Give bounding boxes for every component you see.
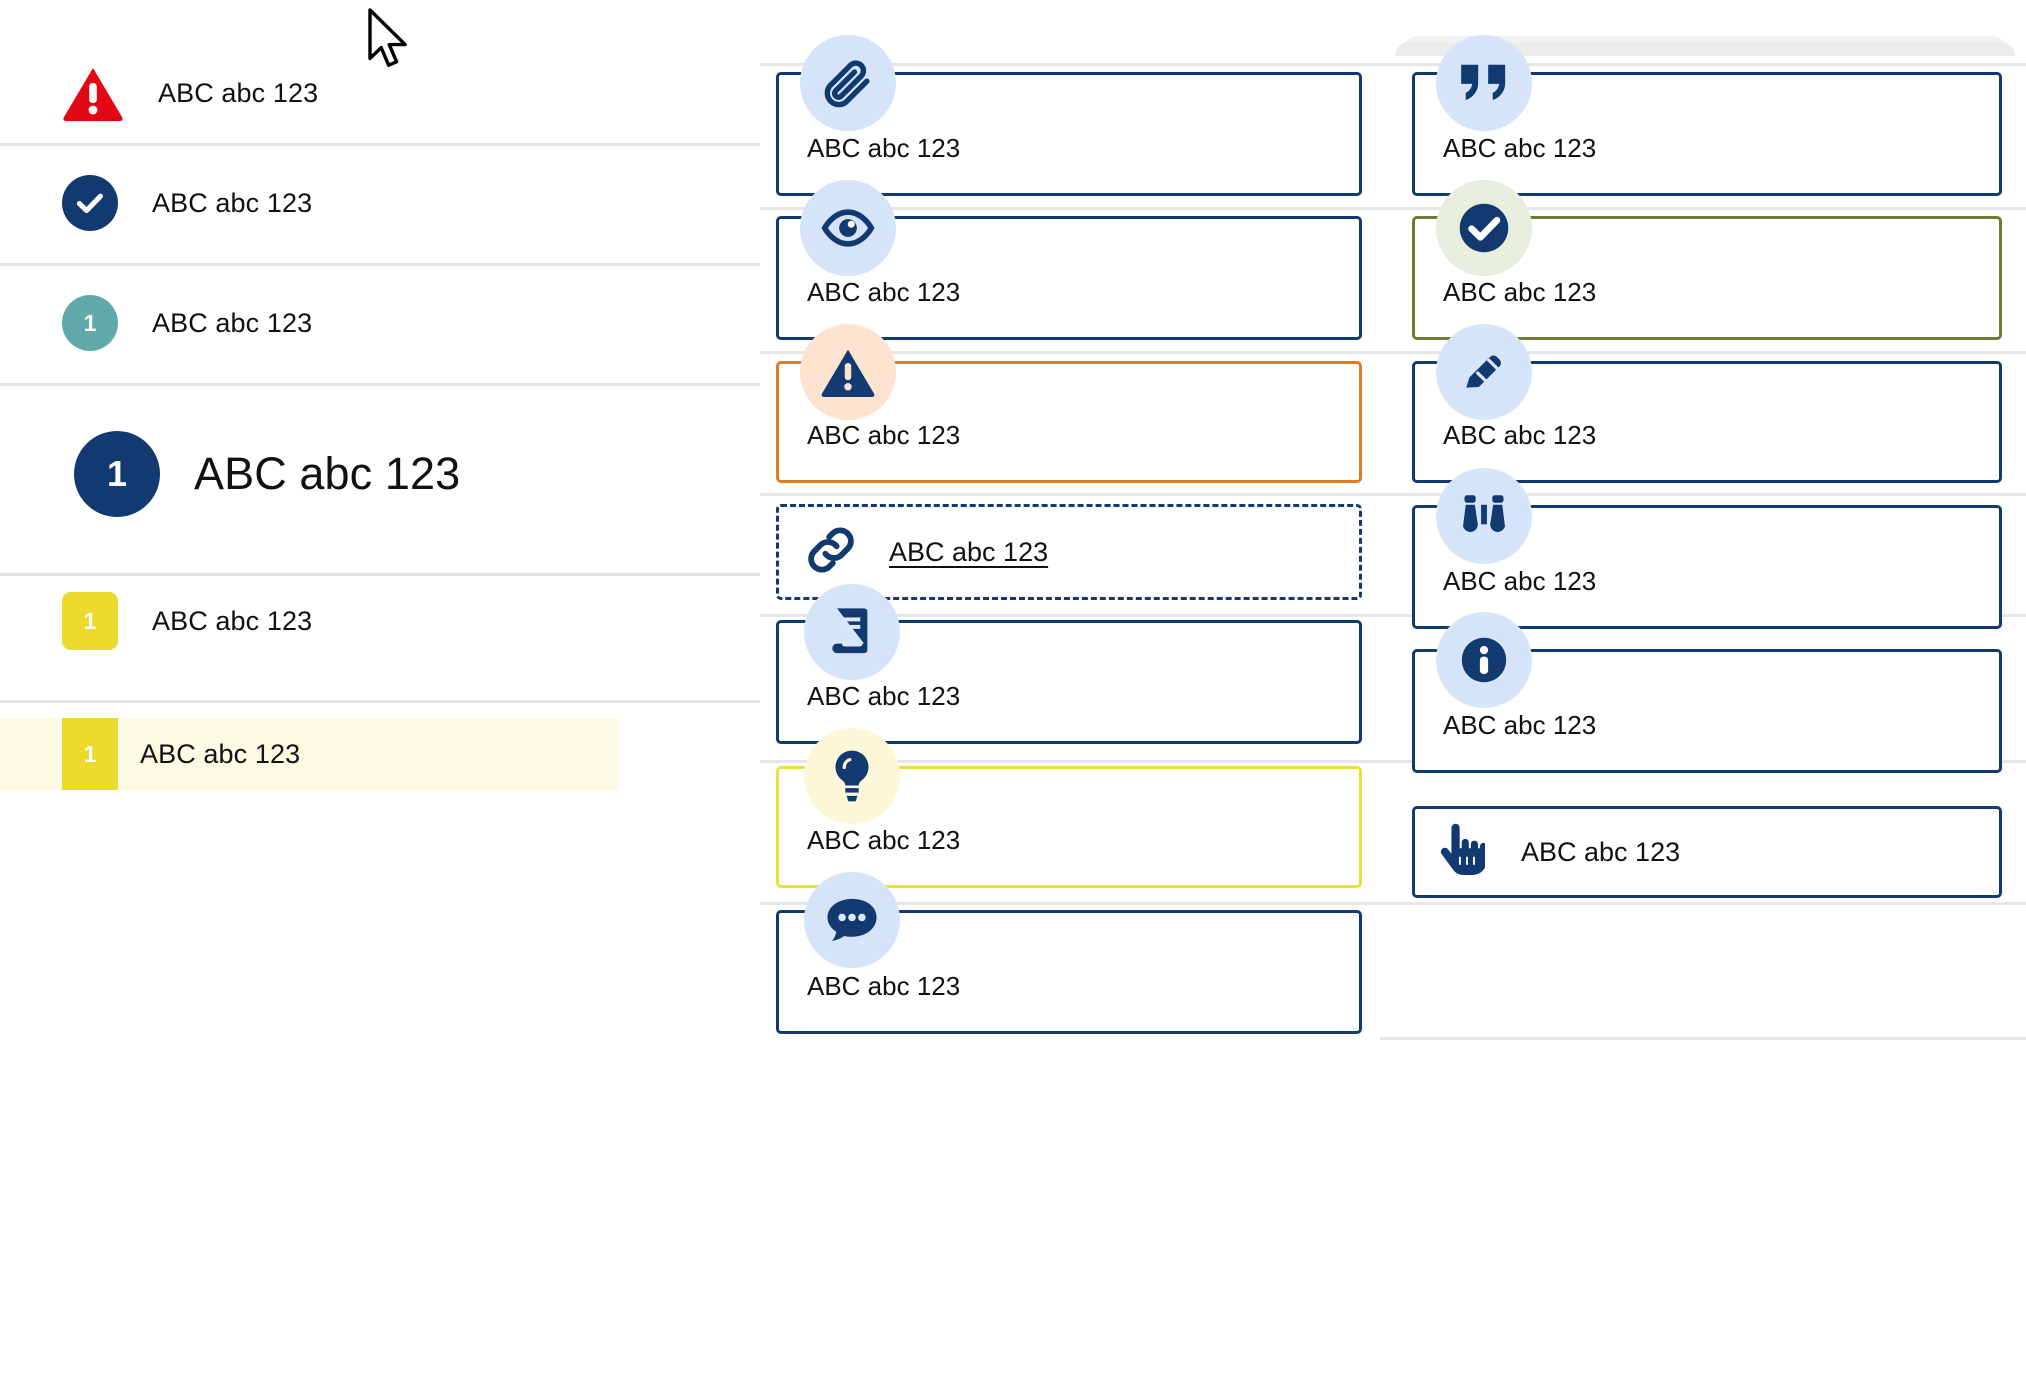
column-divider [760, 902, 2026, 905]
card-label: ABC abc 123 [1443, 566, 1597, 596]
sidebar: ABC abc 123 ABC abc 123 1 ABC abc 123 1 … [0, 0, 760, 1392]
sidebar-item-complete[interactable]: ABC abc 123 [0, 172, 822, 234]
sidebar-item-label: ABC abc 123 [152, 187, 313, 218]
card-action[interactable]: ABC abc 123 [1412, 806, 2002, 898]
check-circle-icon [1436, 180, 1532, 276]
column-divider [760, 63, 2026, 66]
card-label: ABC abc 123 [807, 133, 961, 163]
number-badge: 1 [62, 718, 118, 790]
pencil-icon [1436, 324, 1532, 420]
background-panel-top-inner [1395, 42, 2015, 56]
card-label: ABC abc 123 [807, 277, 961, 307]
card-comment[interactable]: ABC abc 123 [776, 910, 1362, 1034]
alert-triangle-icon [62, 65, 124, 121]
sidebar-item-step-large[interactable]: 1 ABC abc 123 [0, 430, 834, 518]
card-label: ABC abc 123 [807, 420, 961, 450]
card-label: ABC abc 123 [1521, 836, 1681, 867]
quote-icon [1436, 35, 1532, 131]
speech-bubble-icon [804, 872, 900, 968]
sidebar-item-step-selected[interactable]: 1 ABC abc 123 [0, 718, 618, 790]
sidebar-divider [0, 700, 760, 703]
paperclip-icon [800, 35, 896, 131]
card-label: ABC abc 123 [1443, 277, 1597, 307]
column-divider [760, 351, 2026, 354]
sidebar-item-label: ABC abc 123 [152, 307, 313, 338]
card-label: ABC abc 123 [1443, 710, 1597, 740]
binoculars-icon [1436, 468, 1532, 564]
sidebar-item-step-teal[interactable]: 1 ABC abc 123 [0, 292, 822, 354]
lightbulb-icon [804, 728, 900, 824]
column-divider [760, 493, 2026, 496]
card-label: ABC abc 123 [1443, 420, 1597, 450]
sidebar-item-label: ABC abc 123 [194, 448, 461, 499]
number-badge: 1 [62, 592, 118, 650]
sidebar-item-step-yellow[interactable]: 1 ABC abc 123 [0, 592, 822, 650]
sidebar-divider [0, 383, 760, 386]
card-label: ABC abc 123 [807, 971, 961, 1001]
sidebar-divider [0, 573, 760, 576]
sidebar-item-alert[interactable]: ABC abc 123 [0, 48, 822, 138]
sidebar-item-label: ABC abc 123 [158, 77, 319, 108]
sidebar-divider [0, 263, 760, 266]
card-label: ABC abc 123 [807, 681, 961, 711]
column-divider [1380, 1037, 2026, 1040]
number-badge: 1 [62, 295, 118, 351]
column-divider [760, 760, 2026, 763]
check-circle-icon [62, 175, 118, 231]
column-divider [760, 207, 2026, 210]
sidebar-item-label: ABC abc 123 [152, 605, 313, 636]
card-label: ABC abc 123 [1443, 133, 1597, 163]
sidebar-item-label: ABC abc 123 [140, 738, 301, 769]
card-label: ABC abc 123 [807, 825, 961, 855]
link-chain-icon [803, 522, 859, 583]
number-badge: 1 [74, 431, 160, 517]
card-link-label[interactable]: ABC abc 123 [889, 536, 1049, 567]
sidebar-divider [0, 143, 760, 146]
book-icon [804, 584, 900, 680]
card-link[interactable]: ABC abc 123 [776, 504, 1362, 600]
column-divider [760, 614, 2026, 617]
info-circle-icon [1436, 612, 1532, 708]
warning-triangle-icon [800, 324, 896, 420]
eye-icon [800, 180, 896, 276]
hand-pointer-icon [1433, 821, 1487, 884]
